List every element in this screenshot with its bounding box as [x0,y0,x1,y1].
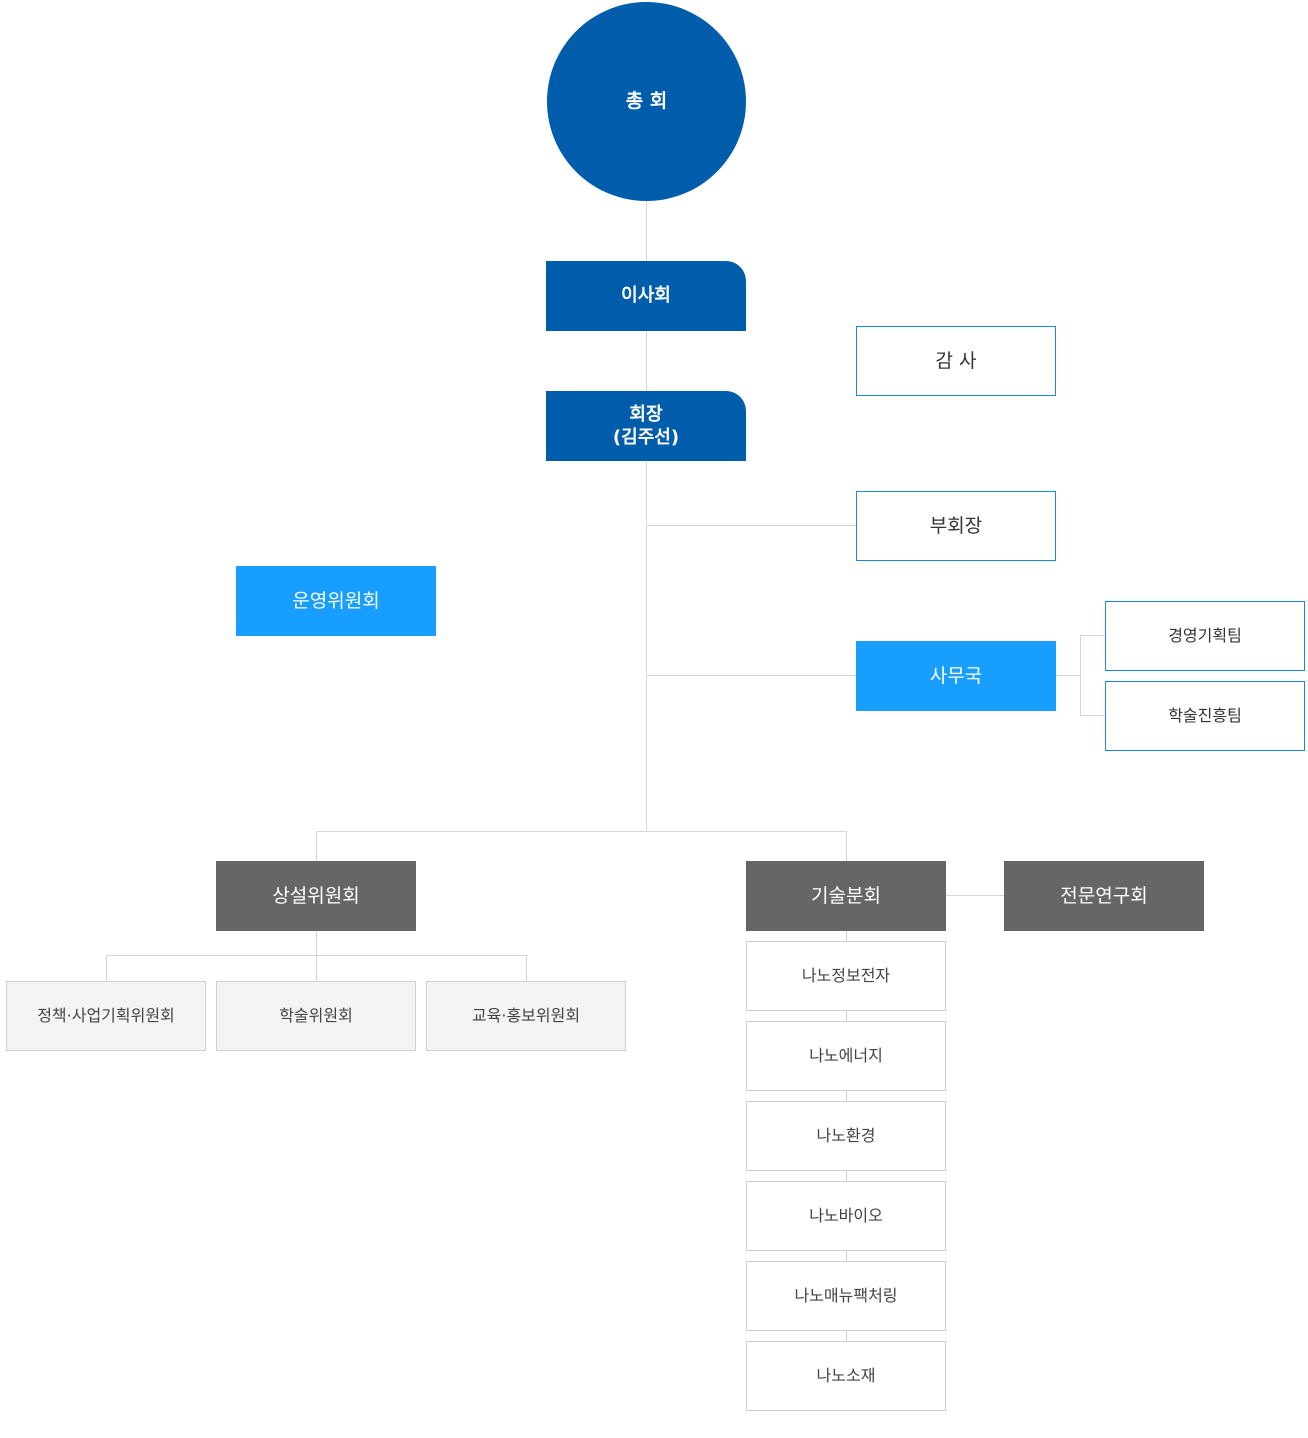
secretariat-label: 사무국 [929,664,983,687]
president-title: 회장 [629,403,663,425]
team-management-planning[interactable]: 경영기획팀 [1105,601,1305,671]
board-label: 이사회 [621,285,671,307]
auditor-node[interactable]: 감 사 [856,326,1056,396]
connector-standing-vertical [316,831,317,861]
committee-education-pr[interactable]: 교육·홍보위원회 [426,981,626,1051]
secretariat-node[interactable]: 사무국 [856,641,1056,711]
vice-president-node[interactable]: 부회장 [856,491,1056,561]
division-nano-manufacturing[interactable]: 나노매뉴팩처링 [746,1261,946,1331]
division-label: 나노바이오 [809,1205,883,1225]
committee-academic[interactable]: 학술위원회 [216,981,416,1051]
research-groups-label: 전문연구회 [1060,884,1148,907]
division-label: 나노환경 [816,1125,876,1145]
auditor-label: 감 사 [935,349,977,372]
president-node[interactable]: 회장 (김주선) [546,391,746,461]
division-label: 나노에너지 [809,1045,883,1065]
standing-committees-node[interactable]: 상설위원회 [216,861,416,931]
division-nano-environment[interactable]: 나노환경 [746,1101,946,1171]
general-assembly-node[interactable]: 총 회 [547,2,746,201]
connector-main-vertical [646,200,647,831]
connector-team-1 [1080,635,1105,636]
connector-secretariat-teams [1056,675,1080,676]
division-label: 나노정보전자 [801,965,891,985]
connector-committees-horizontal [106,955,527,956]
tech-divisions-node[interactable]: 기술분회 [746,861,946,931]
standing-committees-label: 상설위원회 [272,884,360,907]
connector-secretariat [646,675,856,676]
president-name: (김주선) [612,427,680,448]
connector-team-2 [1080,715,1105,716]
connector-bottom-horizontal [316,831,847,832]
connector-vice-president [646,525,856,526]
committee-label: 교육·홍보위원회 [471,1005,581,1025]
division-nano-materials[interactable]: 나노소재 [746,1341,946,1411]
connector-committee-1 [106,955,107,981]
connector-teams-vertical [1080,635,1081,715]
tech-divisions-label: 기술분회 [811,884,881,907]
board-node[interactable]: 이사회 [546,261,746,331]
president-text: 회장 (김주선) [613,403,679,450]
research-groups-node[interactable]: 전문연구회 [1004,861,1204,931]
general-assembly-label: 총 회 [625,90,668,113]
connector-tech-vertical [846,831,847,861]
team-academic-promotion[interactable]: 학술진흥팀 [1105,681,1305,751]
committee-policy-planning[interactable]: 정책·사업기획위원회 [6,981,206,1051]
division-nano-electronics[interactable]: 나노정보전자 [746,941,946,1011]
division-nano-energy[interactable]: 나노에너지 [746,1021,946,1091]
steering-committee-node[interactable]: 운영위원회 [236,566,436,636]
division-nano-bio[interactable]: 나노바이오 [746,1181,946,1251]
team-label: 학술진흥팀 [1168,705,1242,725]
team-label: 경영기획팀 [1168,625,1242,645]
committee-label: 정책·사업기획위원회 [37,1005,175,1025]
steering-committee-label: 운영위원회 [292,589,380,612]
connector-tech-research [946,895,1004,896]
vice-president-label: 부회장 [929,514,983,537]
connector-standing-down [316,931,317,981]
connector-committee-3 [526,955,527,981]
division-label: 나노매뉴팩처링 [794,1285,898,1305]
division-label: 나노소재 [816,1365,876,1385]
committee-label: 학술위원회 [279,1005,353,1025]
